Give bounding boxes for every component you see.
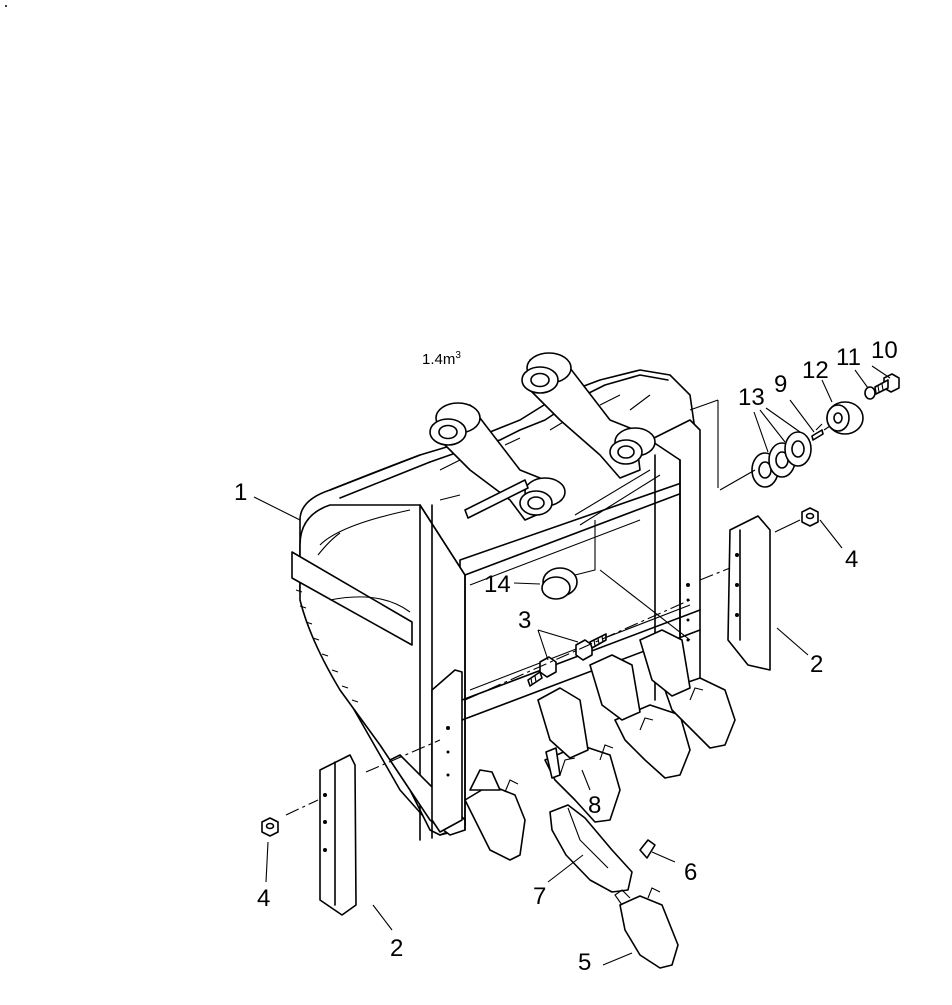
pin-9 [811, 429, 824, 441]
collar-12 [826, 401, 864, 435]
nut-right [801, 507, 819, 527]
side-wear-strip [291, 551, 413, 646]
callout-7: 7 [533, 883, 546, 910]
callout-9: 9 [774, 371, 787, 398]
callout-labels: 1 2 2 3 4 4 5 6 7 8 9 10 11 12 13 14 [234, 337, 898, 976]
callout-5: 5 [578, 949, 591, 976]
callout-11: 11 [836, 344, 861, 371]
bolt-lower [527, 656, 557, 687]
callout-12: 12 [802, 357, 829, 384]
callout-4-right: 4 [845, 546, 858, 573]
capacity-caption: 1.4m3 [422, 350, 461, 368]
washer-11 [864, 386, 876, 400]
leader-lines [253, 365, 891, 966]
callout-1: 1 [234, 479, 247, 506]
bushing-14 [541, 567, 578, 600]
callout-14: 14 [484, 571, 511, 598]
tooth-point-7 [549, 804, 633, 893]
pin-bosses [429, 352, 661, 526]
callout-8: 8 [588, 792, 601, 819]
lock-pin-6 [639, 839, 656, 859]
callout-10: 10 [871, 337, 898, 364]
bolt-10 [874, 373, 900, 395]
nut-left [261, 817, 279, 837]
callout-13: 13 [738, 384, 765, 411]
bucket-assembly [291, 369, 701, 841]
callout-4-left: 4 [257, 885, 270, 912]
corner-dot [5, 5, 7, 7]
shims-13 [751, 431, 812, 488]
side-cutter-right [727, 515, 771, 671]
side-cutter-left [319, 754, 357, 916]
tooth-adapter-5 [614, 887, 679, 969]
callout-6: 6 [684, 859, 697, 886]
callout-2-left: 2 [390, 935, 403, 962]
centerlines [285, 399, 831, 816]
callout-3: 3 [518, 607, 531, 634]
tooth-row [464, 629, 736, 861]
callout-2-right: 2 [810, 651, 823, 678]
